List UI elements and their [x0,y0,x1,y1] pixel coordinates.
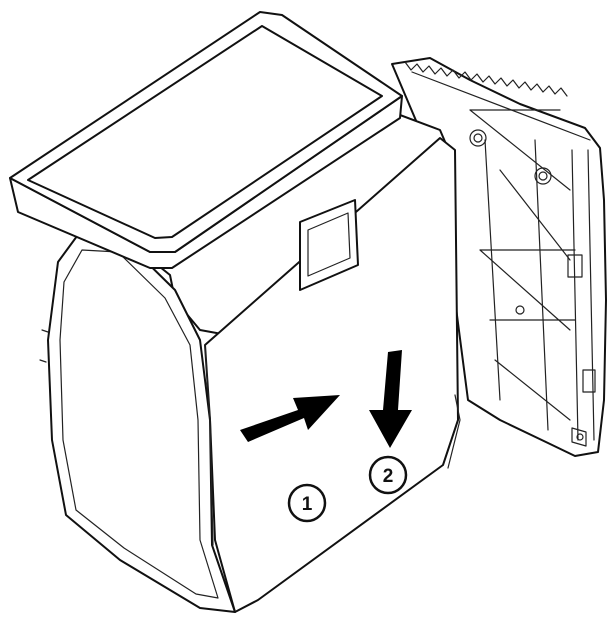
arrow-step1 [240,395,340,442]
callout-step2: 2 [368,455,408,495]
callout-step1: 1 [287,483,327,523]
callout-step2-label: 2 [383,466,394,487]
callout-step1-label: 1 [302,494,313,515]
arrow-step2 [369,350,412,448]
device-housing [39,99,461,613]
device-display [9,11,403,269]
